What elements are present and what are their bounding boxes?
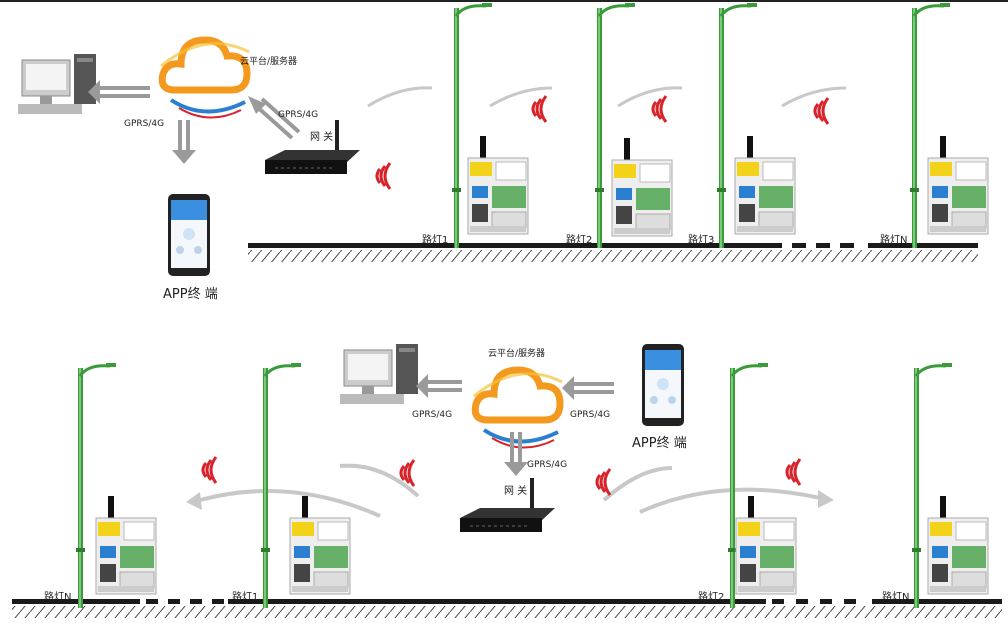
top-controller-1 bbox=[467, 135, 529, 235]
top-ground-line bbox=[248, 243, 978, 248]
top-gprs-right-label: GPRS/4G bbox=[278, 110, 319, 120]
top-controller-n bbox=[927, 135, 989, 235]
bottom-ground-line bbox=[12, 599, 1002, 604]
top-lamp-label-2: 路灯2 bbox=[566, 235, 593, 246]
top-gateway-signal-icon bbox=[375, 161, 392, 191]
bottom-gprs-down-label: GPRS/4G bbox=[527, 460, 568, 470]
top-cloud-icon bbox=[161, 40, 249, 118]
bottom-relay-arrows bbox=[199, 463, 821, 518]
top-relay-arrows bbox=[367, 86, 847, 108]
top-lamp-label-1: 路灯1 bbox=[422, 235, 449, 246]
top-gprs-left-label: GPRS/4G bbox=[124, 119, 165, 129]
bottom-controller-2 bbox=[735, 495, 797, 595]
bottom-signal-icon-3 bbox=[595, 467, 612, 497]
top-diagram bbox=[17, 1, 989, 276]
bottom-cloud-gateway-arrow bbox=[510, 432, 522, 462]
bottom-diagram bbox=[12, 343, 1002, 618]
bottom-gateway-label: 网 关 bbox=[504, 486, 528, 497]
top-phone-icon bbox=[168, 194, 210, 276]
top-computer-icon bbox=[17, 53, 97, 115]
bottom-computer-icon bbox=[339, 343, 419, 405]
bottom-lamp-label-1: 路灯1 bbox=[232, 592, 259, 603]
bottom-lamp-label-n-left: 路灯N bbox=[44, 592, 72, 603]
bottom-cloud-app-arrow bbox=[574, 382, 614, 394]
bottom-lamp-label-2: 路灯2 bbox=[698, 592, 725, 603]
bottom-cloud-label: 云平台/服务器 bbox=[488, 349, 546, 359]
top-cloud-label: 云平台/服务器 bbox=[240, 57, 298, 67]
bottom-controller-n-right bbox=[927, 495, 989, 595]
top-pc-cloud-arrow bbox=[100, 86, 150, 98]
top-cloud-gateway-arrow bbox=[253, 97, 301, 140]
bottom-controller-1 bbox=[289, 495, 351, 595]
top-lamp-label-3: 路灯3 bbox=[688, 235, 715, 246]
top-signal-icon-3 bbox=[813, 96, 830, 126]
top-signal-icon-2 bbox=[651, 94, 668, 124]
top-gateway-label: 网 关 bbox=[310, 132, 334, 143]
bottom-ground-hatch bbox=[12, 606, 1002, 618]
bottom-pc-cloud-arrow bbox=[428, 380, 462, 392]
top-signal-icon-1 bbox=[531, 94, 548, 124]
top-border bbox=[0, 0, 1008, 2]
bottom-app-label: APP终 端 bbox=[632, 436, 687, 451]
top-cloud-app-arrow bbox=[178, 120, 190, 150]
bottom-gprs-right-label: GPRS/4G bbox=[570, 410, 611, 420]
bottom-signal-icon-4 bbox=[785, 457, 802, 487]
bottom-controller-n-left bbox=[95, 495, 157, 595]
top-controller-3 bbox=[734, 135, 796, 235]
bottom-phone-icon bbox=[642, 344, 684, 426]
top-lamp-label-n: 路灯N bbox=[880, 235, 908, 246]
top-app-label: APP终 端 bbox=[163, 287, 218, 302]
bottom-signal-icon-1 bbox=[201, 455, 218, 485]
bottom-lamp-label-n-right: 路灯N bbox=[882, 592, 910, 603]
top-controller-2 bbox=[611, 137, 673, 237]
bottom-gprs-left-label: GPRS/4G bbox=[412, 410, 453, 420]
top-ground-hatch bbox=[248, 250, 978, 262]
